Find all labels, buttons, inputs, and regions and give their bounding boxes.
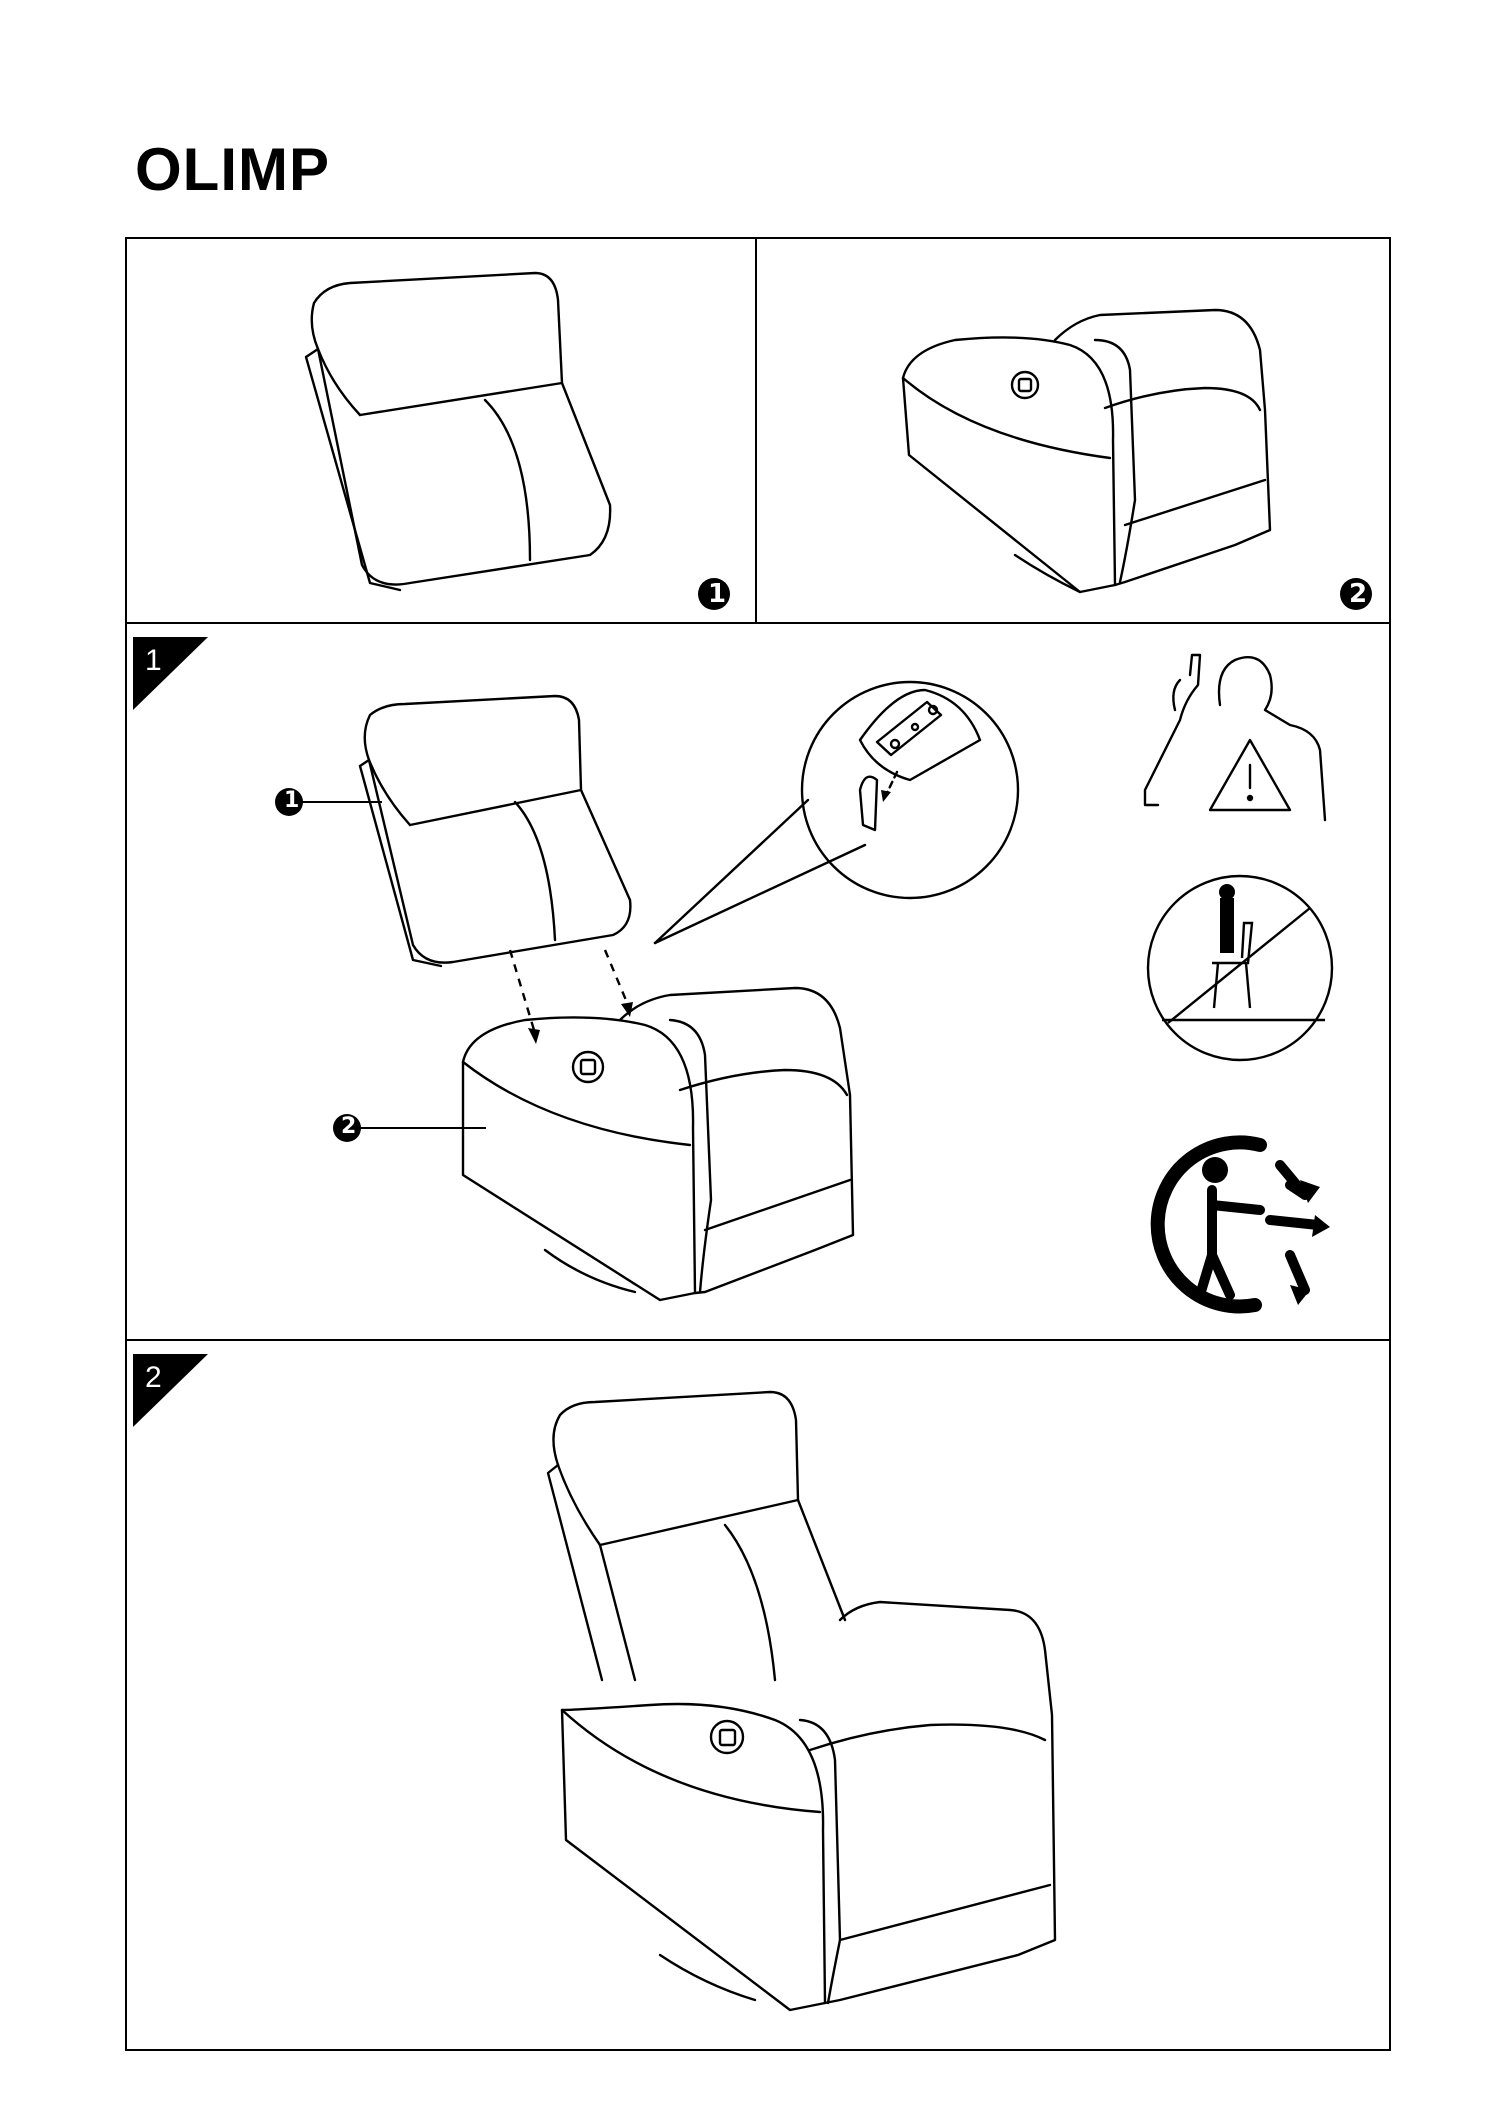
step-2-number: 2 bbox=[145, 1361, 162, 1394]
callout-1-leader bbox=[300, 801, 382, 803]
part-number-1-label: 1 bbox=[708, 579, 727, 609]
two-person-assembly-icon bbox=[1143, 653, 1327, 822]
detail-zoom-illustration bbox=[653, 680, 1020, 945]
insertion-arrows bbox=[508, 949, 633, 1044]
step-1-number: 1 bbox=[145, 644, 162, 677]
document-title: OLIMP bbox=[135, 136, 330, 203]
part-number-2-label: 2 bbox=[1349, 579, 1368, 609]
callout-2-label: 2 bbox=[341, 1114, 357, 1139]
step-2-panel bbox=[125, 1339, 1391, 2051]
callout-1-marker bbox=[275, 788, 303, 816]
step-1-backrest-illustration bbox=[358, 694, 632, 968]
callout-1-label: 1 bbox=[284, 788, 300, 813]
seat-base-part-illustration bbox=[901, 308, 1272, 594]
part-number-2 bbox=[1340, 578, 1372, 610]
step-2-badge bbox=[133, 1354, 208, 1427]
no-standing-on-chair-icon bbox=[1146, 874, 1334, 1062]
step-1-seat-base-illustration bbox=[461, 986, 855, 1302]
part-number-1 bbox=[698, 578, 730, 610]
backrest-part-illustration bbox=[304, 271, 612, 592]
callout-2-marker bbox=[333, 1114, 361, 1142]
keep-away-from-children-icon bbox=[1150, 1135, 1330, 1314]
step-1-badge bbox=[133, 637, 208, 710]
callout-2-leader bbox=[358, 1127, 486, 1129]
assembled-recliner-illustration bbox=[546, 1390, 1057, 2012]
